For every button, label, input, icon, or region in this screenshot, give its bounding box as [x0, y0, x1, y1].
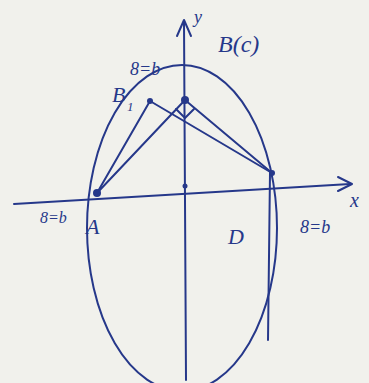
vertical-line [268, 173, 270, 340]
point-label: A [86, 216, 99, 238]
point-a [93, 189, 101, 197]
point-label: B [112, 84, 125, 106]
ellipse [87, 65, 277, 383]
value-note: 8=b [130, 60, 160, 78]
point-d [269, 170, 275, 176]
axis-label: y [194, 8, 202, 26]
y-axis [184, 22, 186, 380]
right-angle-mark [176, 109, 194, 118]
segment-ab1 [97, 101, 150, 193]
segment-b1d [150, 101, 272, 173]
value-note: 8=b [40, 210, 67, 226]
point-label: D [228, 226, 244, 248]
subscript: 1 [127, 100, 134, 113]
y-arrowhead [177, 20, 191, 36]
value-note: 8=b [300, 218, 330, 236]
point-b1 [147, 98, 153, 104]
point-label: B(c) [218, 32, 259, 56]
origin [183, 184, 188, 189]
x-axis [14, 184, 350, 204]
point-b [181, 96, 189, 104]
x-arrowhead [338, 177, 352, 191]
segment-bd [185, 100, 272, 173]
axis-label: x [350, 190, 359, 210]
